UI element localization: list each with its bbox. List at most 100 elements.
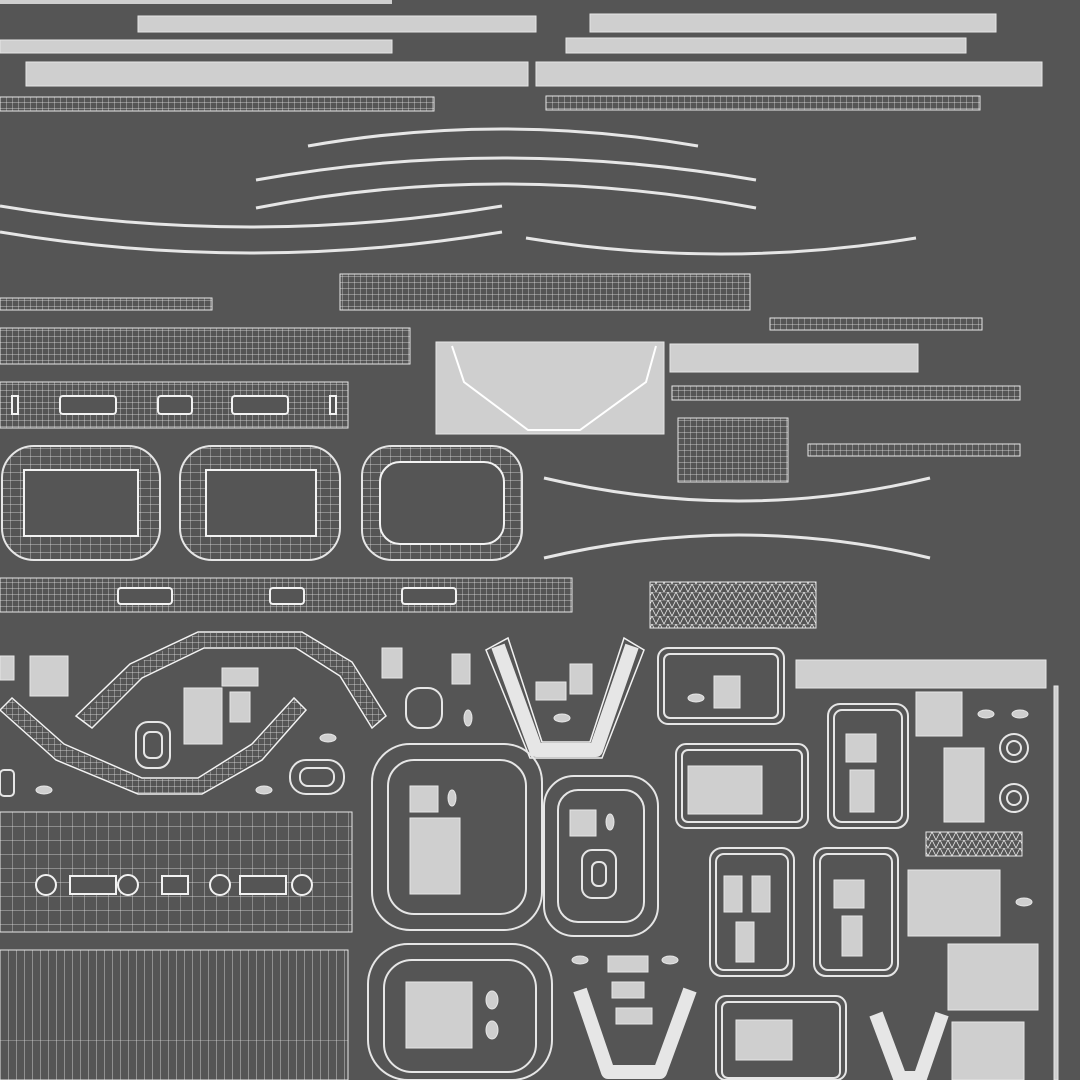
uv-curve	[0, 204, 503, 229]
uv-patch	[907, 869, 1001, 937]
uv-patch	[845, 733, 877, 763]
uv-window	[157, 395, 193, 415]
uv-ring	[0, 769, 15, 797]
uv-beam	[0, 577, 573, 613]
uv-window	[69, 875, 117, 895]
uv-strip	[565, 37, 967, 54]
uv-patch	[611, 981, 645, 999]
uv-window	[35, 874, 57, 896]
uv-ring	[143, 731, 163, 759]
uv-strip	[0, 0, 392, 4]
uv-window	[161, 875, 189, 895]
uv-tiny	[553, 713, 571, 723]
tiny-part-group	[35, 693, 1033, 1040]
uv-tiny	[1015, 897, 1033, 907]
uv-ring	[299, 767, 335, 787]
frame-row-group	[1, 445, 523, 561]
uv-grid-strip	[669, 343, 919, 373]
uv-patch	[615, 1007, 653, 1025]
uv-patch	[183, 687, 223, 745]
uv-curve	[255, 156, 757, 182]
uv-window	[291, 874, 313, 896]
uv-tiny	[605, 813, 615, 831]
uv-curve	[543, 476, 931, 503]
uv-frame	[367, 943, 553, 1080]
uv-chevron	[1, 698, 306, 793]
uv-grid-strip	[339, 273, 751, 311]
uv-frame	[675, 743, 809, 829]
uv-window	[329, 395, 337, 415]
uv-curve	[0, 230, 503, 255]
uv-frame	[833, 709, 903, 823]
uv-grid-strip	[0, 297, 213, 311]
uv-strip	[545, 95, 981, 111]
uv-outline	[74, 631, 387, 730]
uv-ring	[1006, 790, 1022, 806]
uv-patch	[943, 747, 985, 823]
uv-frame	[715, 995, 847, 1080]
uv-frame	[709, 847, 795, 977]
uv-patch	[229, 691, 251, 723]
uv-strip	[25, 61, 529, 87]
uv-beam	[0, 811, 353, 933]
uv-patch	[833, 879, 865, 909]
uv-frame-hole	[23, 469, 139, 537]
uv-tiny	[447, 789, 457, 807]
uv-patch	[951, 1021, 1025, 1080]
uv-thin-column	[1053, 685, 1059, 1080]
uv-frame-hole	[205, 469, 317, 537]
mid-grid-group	[0, 273, 1047, 857]
uv-strip	[589, 13, 997, 33]
uv-patch	[947, 943, 1039, 1011]
uv-tiny	[485, 990, 499, 1010]
uv-patch	[569, 663, 593, 695]
uv-window	[401, 587, 457, 605]
uv-patch	[915, 691, 963, 737]
uv-frame	[543, 775, 659, 937]
uv-outline	[485, 636, 645, 759]
uv-ring	[591, 861, 607, 887]
curved-strip-group	[0, 127, 931, 560]
top-strip-group	[0, 0, 1043, 112]
uv-frame	[657, 647, 785, 725]
uv-window	[59, 395, 117, 415]
uv-grid-strip	[649, 581, 817, 629]
uv-patch	[713, 675, 741, 709]
uv-window	[209, 874, 231, 896]
uv-ring	[999, 733, 1029, 763]
uv-window	[239, 875, 287, 895]
uv-patch	[569, 809, 597, 837]
uv-frame	[721, 1001, 841, 1079]
beam-group	[0, 381, 573, 1080]
uv-patch	[409, 817, 461, 895]
uv-strip	[0, 39, 393, 54]
uv-grid-strip	[925, 831, 1023, 857]
uv-curve	[307, 127, 699, 148]
uv-frame-hole	[379, 461, 505, 545]
uv-frame	[813, 847, 899, 977]
uv-patch	[29, 655, 69, 697]
uv-frame	[819, 853, 893, 971]
uv-patch	[535, 681, 567, 701]
uv-ring	[999, 783, 1029, 813]
uv-window	[117, 874, 139, 896]
uv-tiny	[319, 733, 337, 743]
uv-chevron	[79, 633, 385, 728]
uv-outline	[0, 696, 308, 795]
uv-ring	[1006, 740, 1022, 756]
uv-patch	[607, 955, 649, 973]
uv-chevron	[573, 987, 697, 1079]
uv-tiny	[255, 785, 273, 795]
uv-tiny	[977, 709, 995, 719]
uv-frame	[371, 743, 543, 931]
uv-patch	[723, 875, 743, 913]
uv-strip	[535, 61, 1043, 87]
uv-tiny	[661, 955, 679, 965]
uv-chevron	[491, 643, 639, 757]
uv-frame	[663, 653, 779, 719]
uv-grid-strip	[671, 385, 1021, 401]
uv-grid-strip	[677, 417, 789, 483]
uv-patch	[849, 769, 875, 813]
uv-window	[231, 395, 289, 415]
